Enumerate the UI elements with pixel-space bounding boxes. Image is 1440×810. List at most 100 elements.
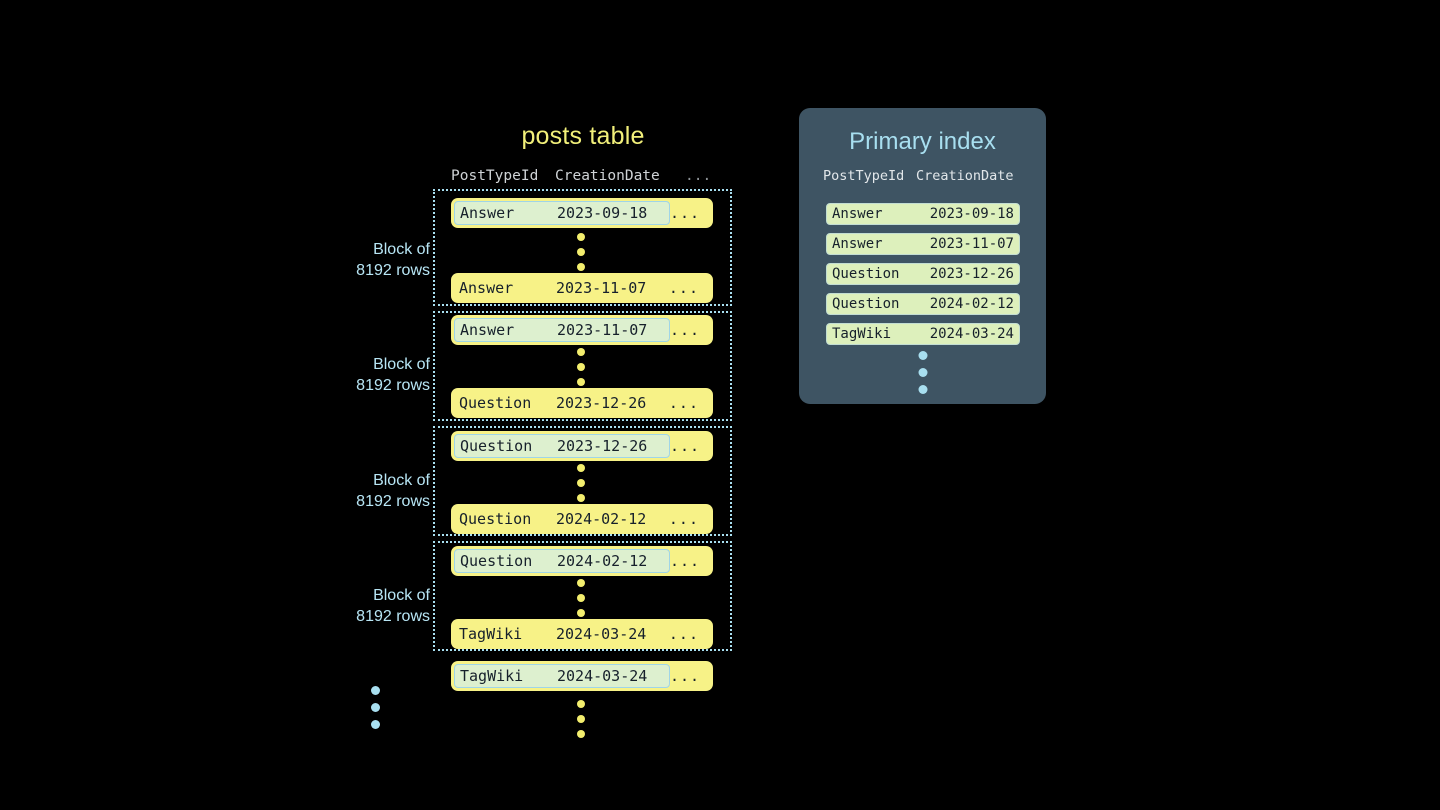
table-row: Answer 2023-11-07 ... <box>451 273 713 303</box>
table-row-trailing: TagWiki 2024-03-24 ... <box>451 661 713 691</box>
dot <box>577 378 585 386</box>
dot <box>577 248 585 256</box>
cell-posttypeid: Question <box>460 437 533 455</box>
row-ellipsis-dots <box>577 464 585 502</box>
row-highlight-box: Question 2023-12-26 <box>454 434 670 458</box>
cell-creationdate: 2023-12-26 <box>557 437 648 455</box>
table-continuation-dots <box>577 700 585 738</box>
index-cell-creationdate: 2023-12-26 <box>929 266 1014 282</box>
table-row: Answer 2023-09-18 ... <box>451 198 713 228</box>
index-continuation-dots <box>918 351 927 394</box>
primary-index-column-headers: PostTypeId CreationDate <box>823 166 1023 186</box>
row-highlight-box: Answer 2023-11-07 <box>454 318 670 342</box>
cell-creationdate: 2023-11-07 <box>556 279 647 297</box>
row-highlight-box: Answer 2023-09-18 <box>454 201 670 225</box>
row-ellipsis-dots <box>577 579 585 617</box>
cell-creationdate: 2023-09-18 <box>557 204 648 222</box>
cell-more: ... <box>670 667 701 685</box>
dot <box>918 351 927 360</box>
cell-more: ... <box>668 279 699 297</box>
block-label-1-line2: 8192 rows <box>356 262 430 279</box>
cell-posttypeid: TagWiki <box>459 625 523 643</box>
block-label-2-line1: Block of <box>373 356 430 373</box>
cell-more: ... <box>668 394 699 412</box>
blocks-continuation-dots <box>371 686 380 729</box>
index-row: Answer 2023-09-18 <box>826 203 1020 225</box>
dot <box>371 720 380 729</box>
dot <box>577 594 585 602</box>
cell-posttypeid: Answer <box>459 279 514 297</box>
index-column-header-posttypeid: PostTypeId <box>823 168 905 184</box>
index-cell-creationdate: 2024-03-24 <box>929 326 1014 342</box>
dot <box>577 494 585 502</box>
dot <box>577 363 585 371</box>
cell-more: ... <box>668 510 699 528</box>
dot <box>577 609 585 617</box>
posts-table-title: posts table <box>521 122 645 150</box>
index-column-header-creationdate: CreationDate <box>916 168 1014 184</box>
block-label-4: Block of 8192 rows <box>290 585 430 627</box>
cell-creationdate: 2023-12-26 <box>556 394 647 412</box>
dot <box>577 700 585 708</box>
index-row: Question 2024-02-12 <box>826 293 1020 315</box>
cell-posttypeid: Question <box>459 394 532 412</box>
block-label-2: Block of 8192 rows <box>290 354 430 396</box>
cell-creationdate: 2024-03-24 <box>557 667 648 685</box>
dot <box>918 368 927 377</box>
cell-creationdate: 2024-02-12 <box>557 552 648 570</box>
cell-posttypeid: Question <box>460 552 533 570</box>
dot <box>577 233 585 241</box>
index-row: TagWiki 2024-03-24 <box>826 323 1020 345</box>
block-label-1: Block of 8192 rows <box>290 239 430 281</box>
block-label-4-line1: Block of <box>373 587 430 604</box>
dot <box>577 715 585 723</box>
index-cell-posttypeid: Question <box>832 266 900 282</box>
index-cell-posttypeid: TagWiki <box>832 326 892 342</box>
block-label-1-line1: Block of <box>373 241 430 258</box>
dot <box>577 730 585 738</box>
cell-creationdate: 2023-11-07 <box>557 321 648 339</box>
row-cells: TagWiki 2024-03-24 <box>454 622 668 646</box>
posts-table-column-headers: PostTypeId CreationDate ... <box>451 166 713 186</box>
index-cell-creationdate: 2023-09-18 <box>929 206 1014 222</box>
cell-posttypeid: TagWiki <box>460 667 524 685</box>
cell-posttypeid: Answer <box>460 204 515 222</box>
primary-index-rows: Answer 2023-09-18 Answer 2023-11-07 Ques… <box>826 203 1020 345</box>
index-row: Answer 2023-11-07 <box>826 233 1020 255</box>
dot <box>577 348 585 356</box>
cell-posttypeid: Answer <box>460 321 515 339</box>
block-3 <box>433 426 732 536</box>
block-2 <box>433 311 732 421</box>
index-row: Question 2023-12-26 <box>826 263 1020 285</box>
table-row: TagWiki 2024-03-24 ... <box>451 619 713 649</box>
index-cell-creationdate: 2023-11-07 <box>929 236 1014 252</box>
row-cells: Question 2024-02-12 <box>454 507 668 531</box>
index-cell-posttypeid: Question <box>832 296 900 312</box>
dot <box>371 703 380 712</box>
cell-more: ... <box>670 321 701 339</box>
cell-more: ... <box>668 625 699 643</box>
cell-more: ... <box>670 552 701 570</box>
dot <box>371 686 380 695</box>
block-label-4-line2: 8192 rows <box>356 608 430 625</box>
index-cell-posttypeid: Answer <box>832 236 883 252</box>
row-ellipsis-dots <box>577 233 585 271</box>
column-header-more: ... <box>685 168 712 184</box>
row-ellipsis-dots <box>577 348 585 386</box>
cell-posttypeid: Question <box>459 510 532 528</box>
block-label-3-line1: Block of <box>373 472 430 489</box>
block-4 <box>433 541 732 651</box>
row-cells: Question 2023-12-26 <box>454 391 668 415</box>
table-row: Question 2023-12-26 ... <box>451 431 713 461</box>
table-row: Question 2024-02-12 ... <box>451 504 713 534</box>
row-cells: Answer 2023-11-07 <box>454 276 668 300</box>
column-header-posttypeid: PostTypeId <box>451 168 539 184</box>
column-header-creationdate: CreationDate <box>555 168 660 184</box>
dot <box>577 479 585 487</box>
cell-creationdate: 2024-02-12 <box>556 510 647 528</box>
block-label-2-line2: 8192 rows <box>356 377 430 394</box>
table-row: Question 2024-02-12 ... <box>451 546 713 576</box>
block-1 <box>433 189 732 306</box>
primary-index-panel: Primary index PostTypeId CreationDate An… <box>799 108 1046 404</box>
